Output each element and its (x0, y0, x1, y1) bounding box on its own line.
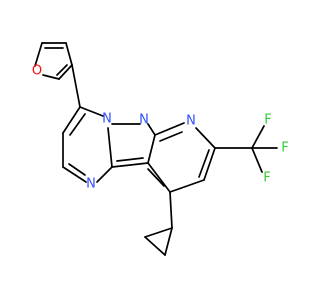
bond (68, 163, 86, 176)
bond (116, 157, 144, 162)
bond (198, 149, 210, 178)
bond (147, 123, 156, 136)
bond (62, 106, 81, 134)
bond (65, 42, 73, 66)
furan-ring (34, 42, 73, 80)
oxygen-atom-label: O (32, 64, 42, 79)
cyclopropyl-group (144, 191, 173, 256)
fluorine-atom-label: F (281, 141, 288, 156)
bond (164, 227, 173, 256)
bond (58, 64, 73, 80)
bond (195, 127, 216, 149)
molecule-diagram: O N N N N F F F (32, 42, 289, 256)
bond (147, 168, 165, 187)
bond (251, 125, 265, 149)
bond (42, 74, 60, 80)
nitrogen-atom-label: N (139, 113, 149, 128)
bond (69, 113, 86, 136)
bond (251, 147, 263, 173)
nitrogen-atom-label: N (186, 114, 196, 129)
bond (96, 166, 113, 183)
trifluoromethyl-group (214, 125, 278, 173)
fluorine-atom-label: F (264, 113, 271, 128)
bond (144, 227, 173, 238)
bond (144, 236, 166, 256)
pyrazole-ring (111, 123, 156, 168)
bond (147, 134, 156, 164)
bond (147, 162, 171, 193)
bond (56, 64, 68, 76)
fluorine-atom-label: F (263, 171, 270, 186)
bond (79, 106, 104, 117)
bond (111, 162, 149, 168)
pyridine-ring (147, 122, 216, 193)
bond (159, 131, 183, 142)
molecule-structure: O N N N N F F F (32, 42, 289, 256)
bond (62, 166, 87, 183)
nitrogen-atom-label: N (102, 112, 112, 127)
bond (154, 122, 185, 136)
nitrogen-atom-label: N (86, 177, 96, 192)
bond (169, 179, 205, 193)
bond (169, 191, 173, 229)
bond (71, 64, 81, 108)
pyrimidine-ring (62, 106, 113, 183)
bond (203, 147, 216, 181)
bond (107, 127, 113, 168)
bond (34, 42, 43, 67)
